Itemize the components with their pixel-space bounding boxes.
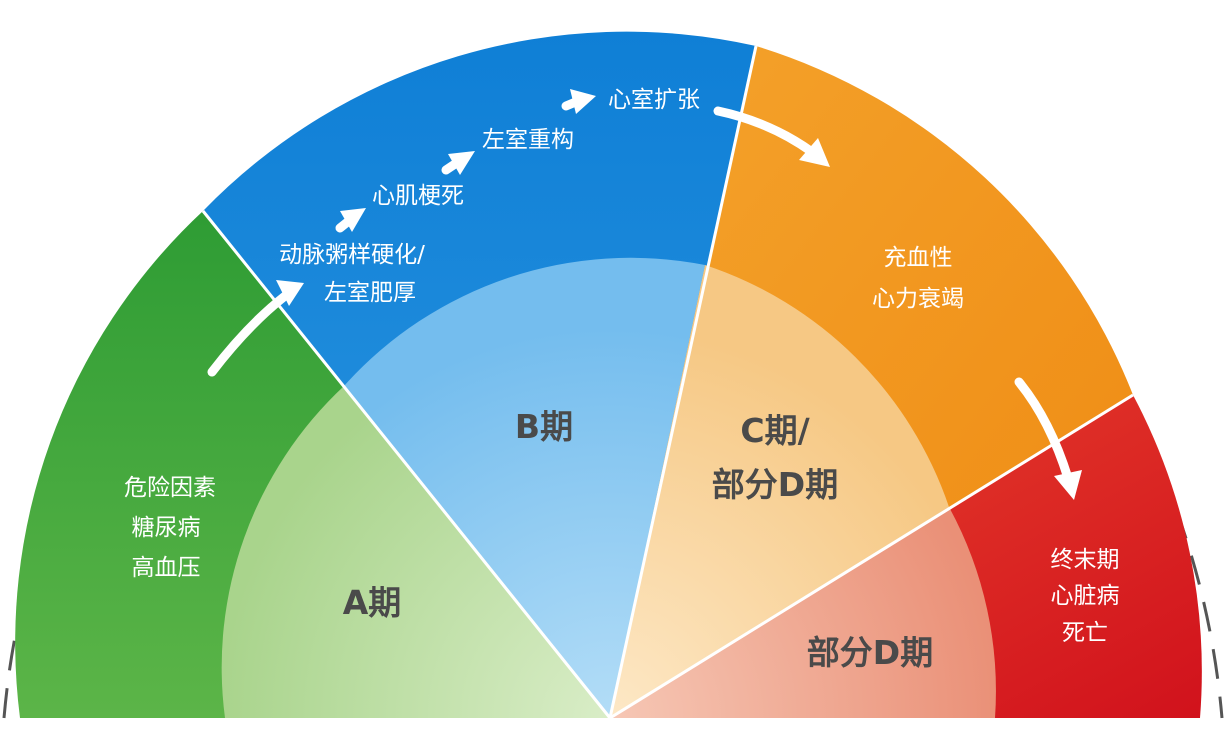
stage-c-label-line2: 部分D期 (712, 465, 838, 504)
stage-b-infarction: 心肌梗死 (372, 183, 464, 209)
stage-b-lv-hypertrophy: 左室肥厚 (324, 280, 416, 306)
stage-b-label: B期 (515, 407, 573, 446)
stage-c-heart-failure: 心力衰竭 (872, 286, 964, 312)
stage-c-label-line1: C期/ (740, 411, 810, 450)
arrow-b-to-c (713, 106, 817, 157)
stage-d-heart-disease: 心脏病 (1051, 583, 1120, 609)
stage-b-atherosclerosis: 动脉粥样硬化/ (279, 242, 425, 268)
stage-d-death: 死亡 (1062, 620, 1108, 646)
stage-b-remodeling: 左室重构 (482, 127, 574, 153)
arrow-c-to-d (1014, 377, 1073, 483)
arrow-a-to-b (207, 291, 290, 377)
wedge-b-inner (344, 257, 705, 718)
stage-a-hypertension: 高血压 (132, 555, 201, 581)
stage-d-end-stage: 终末期 (1051, 547, 1120, 573)
wedge-c-inner (610, 265, 949, 718)
stage-a-diabetes: 糖尿病 (132, 515, 201, 541)
stage-b-dilation: 心室扩张 (608, 87, 700, 113)
progression-arrows (207, 89, 1082, 500)
stage-d-label: 部分D期 (807, 633, 933, 672)
wedge-separators (201, 45, 1134, 720)
stage-a-label: A期 (343, 583, 402, 622)
wedge-a-inner (221, 386, 611, 718)
wedge-d-inner (610, 507, 996, 718)
stage-c-congestive: 充血性 (884, 245, 953, 271)
stage-a-risk-factors: 危险因素 (124, 475, 216, 501)
